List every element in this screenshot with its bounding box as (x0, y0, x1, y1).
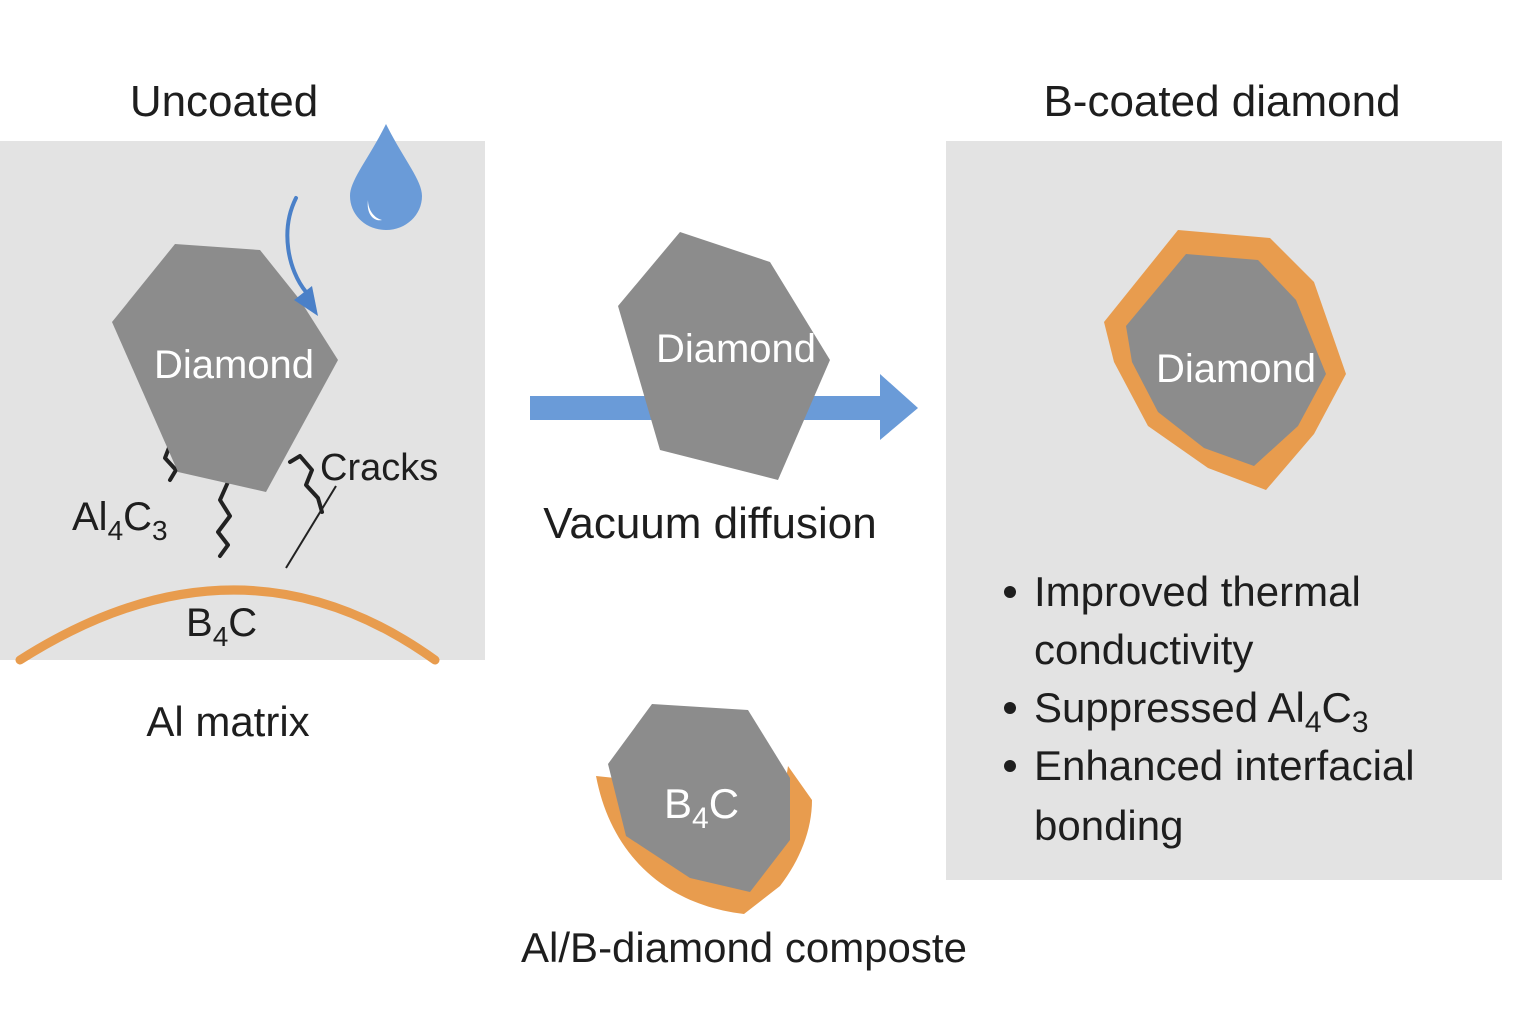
al4c3-mid: C (123, 495, 152, 539)
bullet-2-sub1: 4 (1305, 706, 1322, 739)
uncoated-diamond-particle (112, 244, 338, 492)
b4c-prefix: B (186, 601, 213, 645)
bullet-1-line-2: conductivity (1034, 626, 1253, 673)
cracks-label: Cracks (320, 447, 438, 489)
bullet-3-line-1: Enhanced interfacial (1034, 742, 1415, 789)
composite-b4c-suffix: C (709, 780, 739, 827)
b4c-label: B4C (186, 601, 257, 652)
bullet-3-line-2: bonding (1034, 802, 1183, 849)
al4c3-prefix: Al (72, 495, 108, 539)
bullet-2-mid: C (1322, 684, 1352, 731)
al4c3-sub2: 3 (152, 515, 168, 546)
b4c-suffix: C (228, 601, 257, 645)
process-section: Diamond Vacuum diffusion (530, 232, 918, 548)
water-drop-icon (350, 124, 422, 230)
composite-b4c-particle (608, 704, 790, 892)
uncoated-title: Uncoated (130, 77, 318, 126)
coated-title: B-coated diamond (1043, 77, 1400, 126)
process-diamond-particle (618, 232, 830, 480)
process-diamond-label: Diamond (656, 327, 816, 371)
b4c-sub: 4 (213, 621, 229, 652)
coated-diamond-particle (1126, 254, 1326, 466)
composite-caption: Al/B-diamond composte (521, 924, 967, 971)
coated-diamond-label: Diamond (1156, 347, 1316, 391)
vacuum-diffusion-label: Vacuum diffusion (543, 499, 876, 548)
b4c-particle-rim (15, 585, 440, 665)
bullet-dot-icon (1004, 760, 1016, 772)
al4c3-label: Al4C3 (72, 495, 168, 546)
crack-line-right (288, 454, 324, 514)
coated-panel: Diamond B-coated diamond Improved therma… (946, 77, 1502, 880)
crack-line-center (216, 480, 232, 558)
uncoated-diamond-label: Diamond (154, 343, 314, 387)
al-matrix-label: Al matrix (146, 698, 309, 745)
composite-b4c-label: B4C (664, 780, 739, 835)
bullet-dot-icon (1004, 702, 1016, 714)
bullet-dot-icon (1004, 586, 1016, 598)
composite-b4c-prefix: B (664, 780, 692, 827)
bullet-2-prefix: Suppressed Al (1034, 684, 1305, 731)
bullet-2-sub2: 3 (1352, 706, 1369, 739)
al4c3-sub1: 4 (108, 515, 124, 546)
uncoated-panel: Uncoated Diamond Cracks Al4C3 B4C Al mat… (0, 77, 485, 745)
composite-section: B4C Al/B-diamond composte (521, 704, 967, 971)
bullet-1-line-1: Improved thermal (1034, 568, 1361, 615)
composite-b4c-sub: 4 (692, 802, 709, 835)
cracks-pointer-line (285, 485, 337, 569)
bullet-2-text: Suppressed Al4C3 (1034, 684, 1369, 739)
curved-arrow-icon (285, 196, 318, 316)
